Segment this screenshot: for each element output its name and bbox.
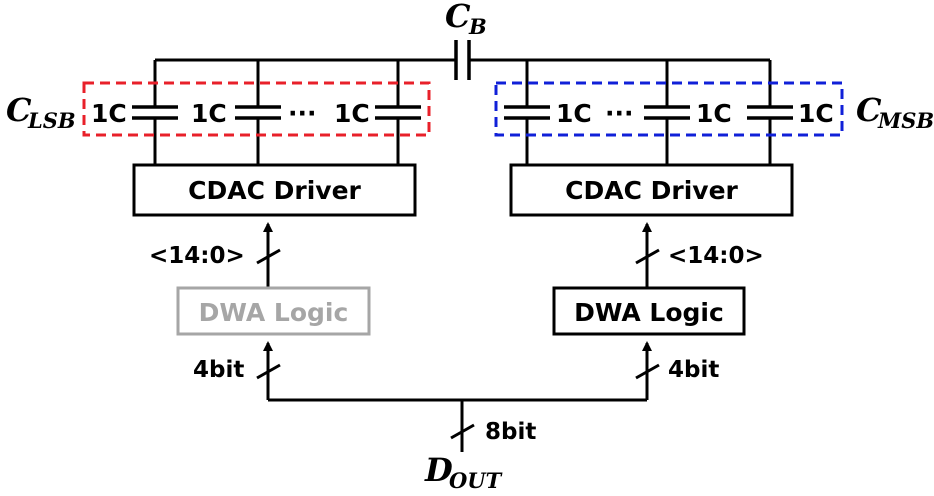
output-subscript: OUT bbox=[449, 468, 503, 493]
msb-symbol: C bbox=[856, 91, 882, 129]
left-driver-bus: <14:0> bbox=[149, 222, 281, 288]
left-driver-label: CDAC Driver bbox=[188, 176, 361, 205]
msb-cap-label-3: 1C bbox=[798, 99, 834, 128]
msb-group-outline bbox=[494, 81, 844, 137]
output-symbol: D bbox=[424, 451, 453, 489]
left-input-bus-label: 4bit bbox=[193, 357, 244, 383]
coupling-cap-symbol: C bbox=[445, 0, 471, 35]
right-driver-bus-label: <14:0> bbox=[668, 243, 764, 269]
lsb-capacitor-array: 1C 1C ··· 1C C LSB bbox=[6, 60, 431, 165]
right-dwa-label: DWA Logic bbox=[574, 298, 724, 327]
left-dwa-logic: DWA Logic bbox=[176, 286, 371, 336]
main-bus-label: 8bit bbox=[485, 419, 536, 445]
coupling-cap-subscript: B bbox=[468, 14, 487, 39]
lsb-subscript: LSB bbox=[27, 108, 76, 133]
lsb-cap-label-3: 1C bbox=[334, 99, 370, 128]
left-input-bus: 4bit bbox=[193, 341, 281, 400]
msb-capacitor-array: 1C ··· 1C 1C C MSB bbox=[494, 60, 934, 165]
right-driver-label: CDAC Driver bbox=[565, 176, 738, 205]
lsb-cap-label-2: 1C bbox=[191, 99, 227, 128]
right-input-bus: 4bit bbox=[635, 341, 719, 400]
msb-ellipsis: ··· bbox=[605, 99, 634, 128]
right-cdac-driver: CDAC Driver bbox=[509, 163, 794, 217]
output-label: D OUT bbox=[424, 451, 503, 493]
coupling-capacitor: C B bbox=[445, 0, 487, 80]
main-bus: 8bit bbox=[268, 398, 647, 452]
right-input-bus-label: 4bit bbox=[668, 357, 719, 383]
left-dwa-label: DWA Logic bbox=[199, 298, 349, 327]
right-driver-bus: <14:0> bbox=[635, 222, 764, 288]
lsb-ellipsis: ··· bbox=[288, 99, 317, 128]
right-dwa-logic: DWA Logic bbox=[552, 286, 746, 336]
lsb-cap-label-1: 1C bbox=[91, 99, 127, 128]
lsb-group-outline bbox=[82, 81, 431, 137]
lsb-symbol: C bbox=[6, 91, 32, 129]
left-cdac-driver: CDAC Driver bbox=[132, 163, 417, 217]
msb-cap-label-1: 1C bbox=[556, 99, 592, 128]
msb-subscript: MSB bbox=[877, 108, 934, 133]
left-driver-bus-label: <14:0> bbox=[149, 243, 245, 269]
msb-cap-label-2: 1C bbox=[696, 99, 732, 128]
